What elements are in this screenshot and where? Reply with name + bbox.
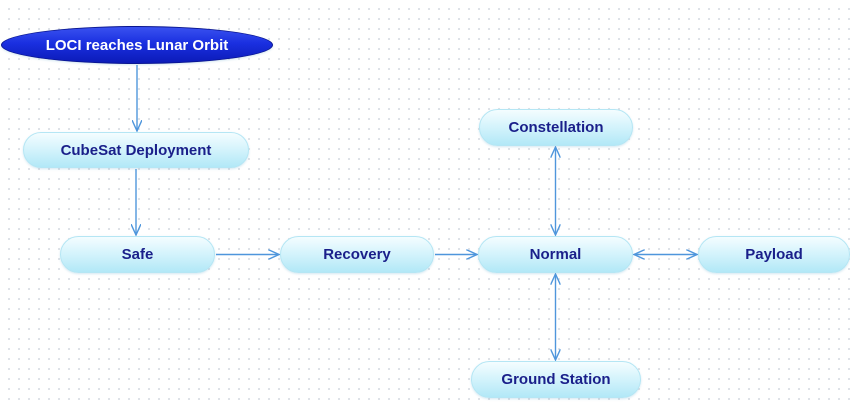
node-label: CubeSat Deployment bbox=[60, 141, 212, 159]
node-label: Constellation bbox=[508, 119, 604, 136]
node-safe[interactable]: Safe bbox=[60, 236, 215, 273]
node-ground-station[interactable]: Ground Station bbox=[471, 361, 641, 398]
node-label: Normal bbox=[529, 246, 582, 263]
node-cubesat-deployment[interactable]: CubeSat Deployment bbox=[23, 132, 249, 168]
node-label: Payload bbox=[745, 246, 803, 263]
node-label: Ground Station bbox=[501, 371, 611, 388]
node-label: Safe bbox=[121, 246, 154, 263]
node-label: LOCI reaches Lunar Orbit bbox=[45, 36, 229, 54]
node-label: Recovery bbox=[323, 246, 391, 263]
node-recovery[interactable]: Recovery bbox=[280, 236, 434, 273]
node-normal[interactable]: Normal bbox=[478, 236, 633, 273]
node-constellation[interactable]: Constellation bbox=[479, 109, 633, 146]
node-payload[interactable]: Payload bbox=[698, 236, 850, 273]
node-loci-reaches-lunar-orbit[interactable]: LOCI reaches Lunar Orbit bbox=[1, 26, 273, 64]
